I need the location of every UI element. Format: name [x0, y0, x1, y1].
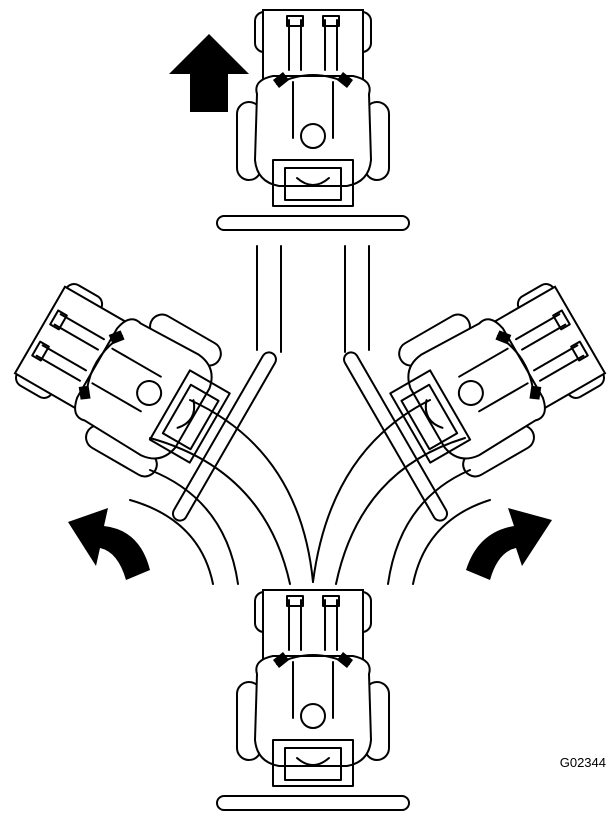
- tractor-turning-left: [0, 245, 280, 525]
- tractor-turning-right: [340, 245, 614, 525]
- left-turn-arrow: [68, 508, 150, 580]
- right-turn-arrow: [466, 508, 552, 580]
- tractor-forward: [216, 9, 410, 231]
- figure-reference-code: G02344: [559, 755, 606, 770]
- track-lines: [256, 245, 370, 353]
- turn-tracks: [129, 399, 491, 585]
- tractor-start: [216, 589, 410, 811]
- forward-arrow: [169, 34, 249, 112]
